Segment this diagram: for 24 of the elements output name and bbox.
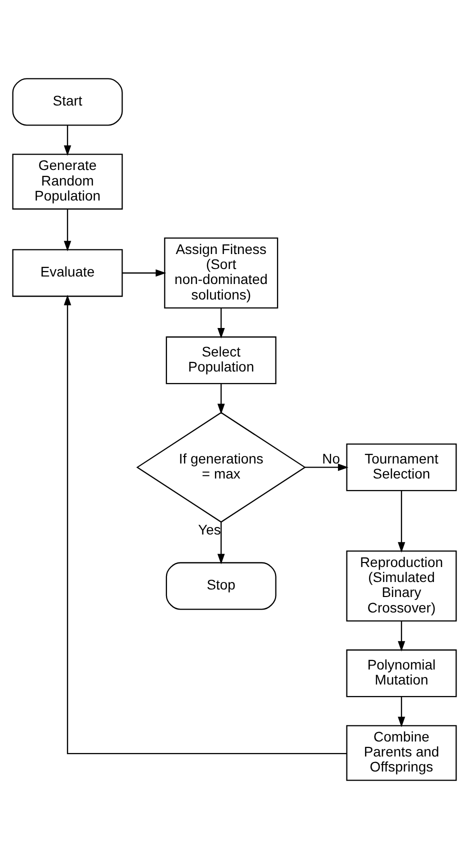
node-diamond: If generations = max (136, 412, 306, 523)
node-box: Assign Fitness (Sort non-dominated solutions) (164, 238, 278, 308)
arrow (398, 696, 406, 728)
arrow (217, 522, 225, 564)
arrow (64, 294, 347, 754)
node-box: Start (12, 78, 123, 126)
arrow (304, 464, 348, 471)
node-box: Evaluate (12, 249, 123, 297)
edge-label: No (322, 450, 340, 466)
node-box: Stop (166, 562, 276, 610)
arrow (217, 308, 225, 339)
arrow (122, 269, 166, 277)
node-box: Tournament Selection (346, 443, 457, 492)
edge-label: Yes (198, 521, 221, 538)
node-box: Combine Parents and Offsprings (346, 725, 457, 781)
node-box: Generate Random Population (12, 154, 123, 210)
node-box: Select Population (166, 336, 276, 384)
arrow (64, 125, 72, 156)
arrow (398, 490, 406, 553)
node-box: Polynomial Mutation (346, 649, 457, 698)
arrow (398, 621, 406, 652)
arrow (64, 209, 72, 252)
arrow (217, 384, 225, 414)
node-box: Reproduction (Simulated Binary Crossover) (346, 550, 457, 622)
